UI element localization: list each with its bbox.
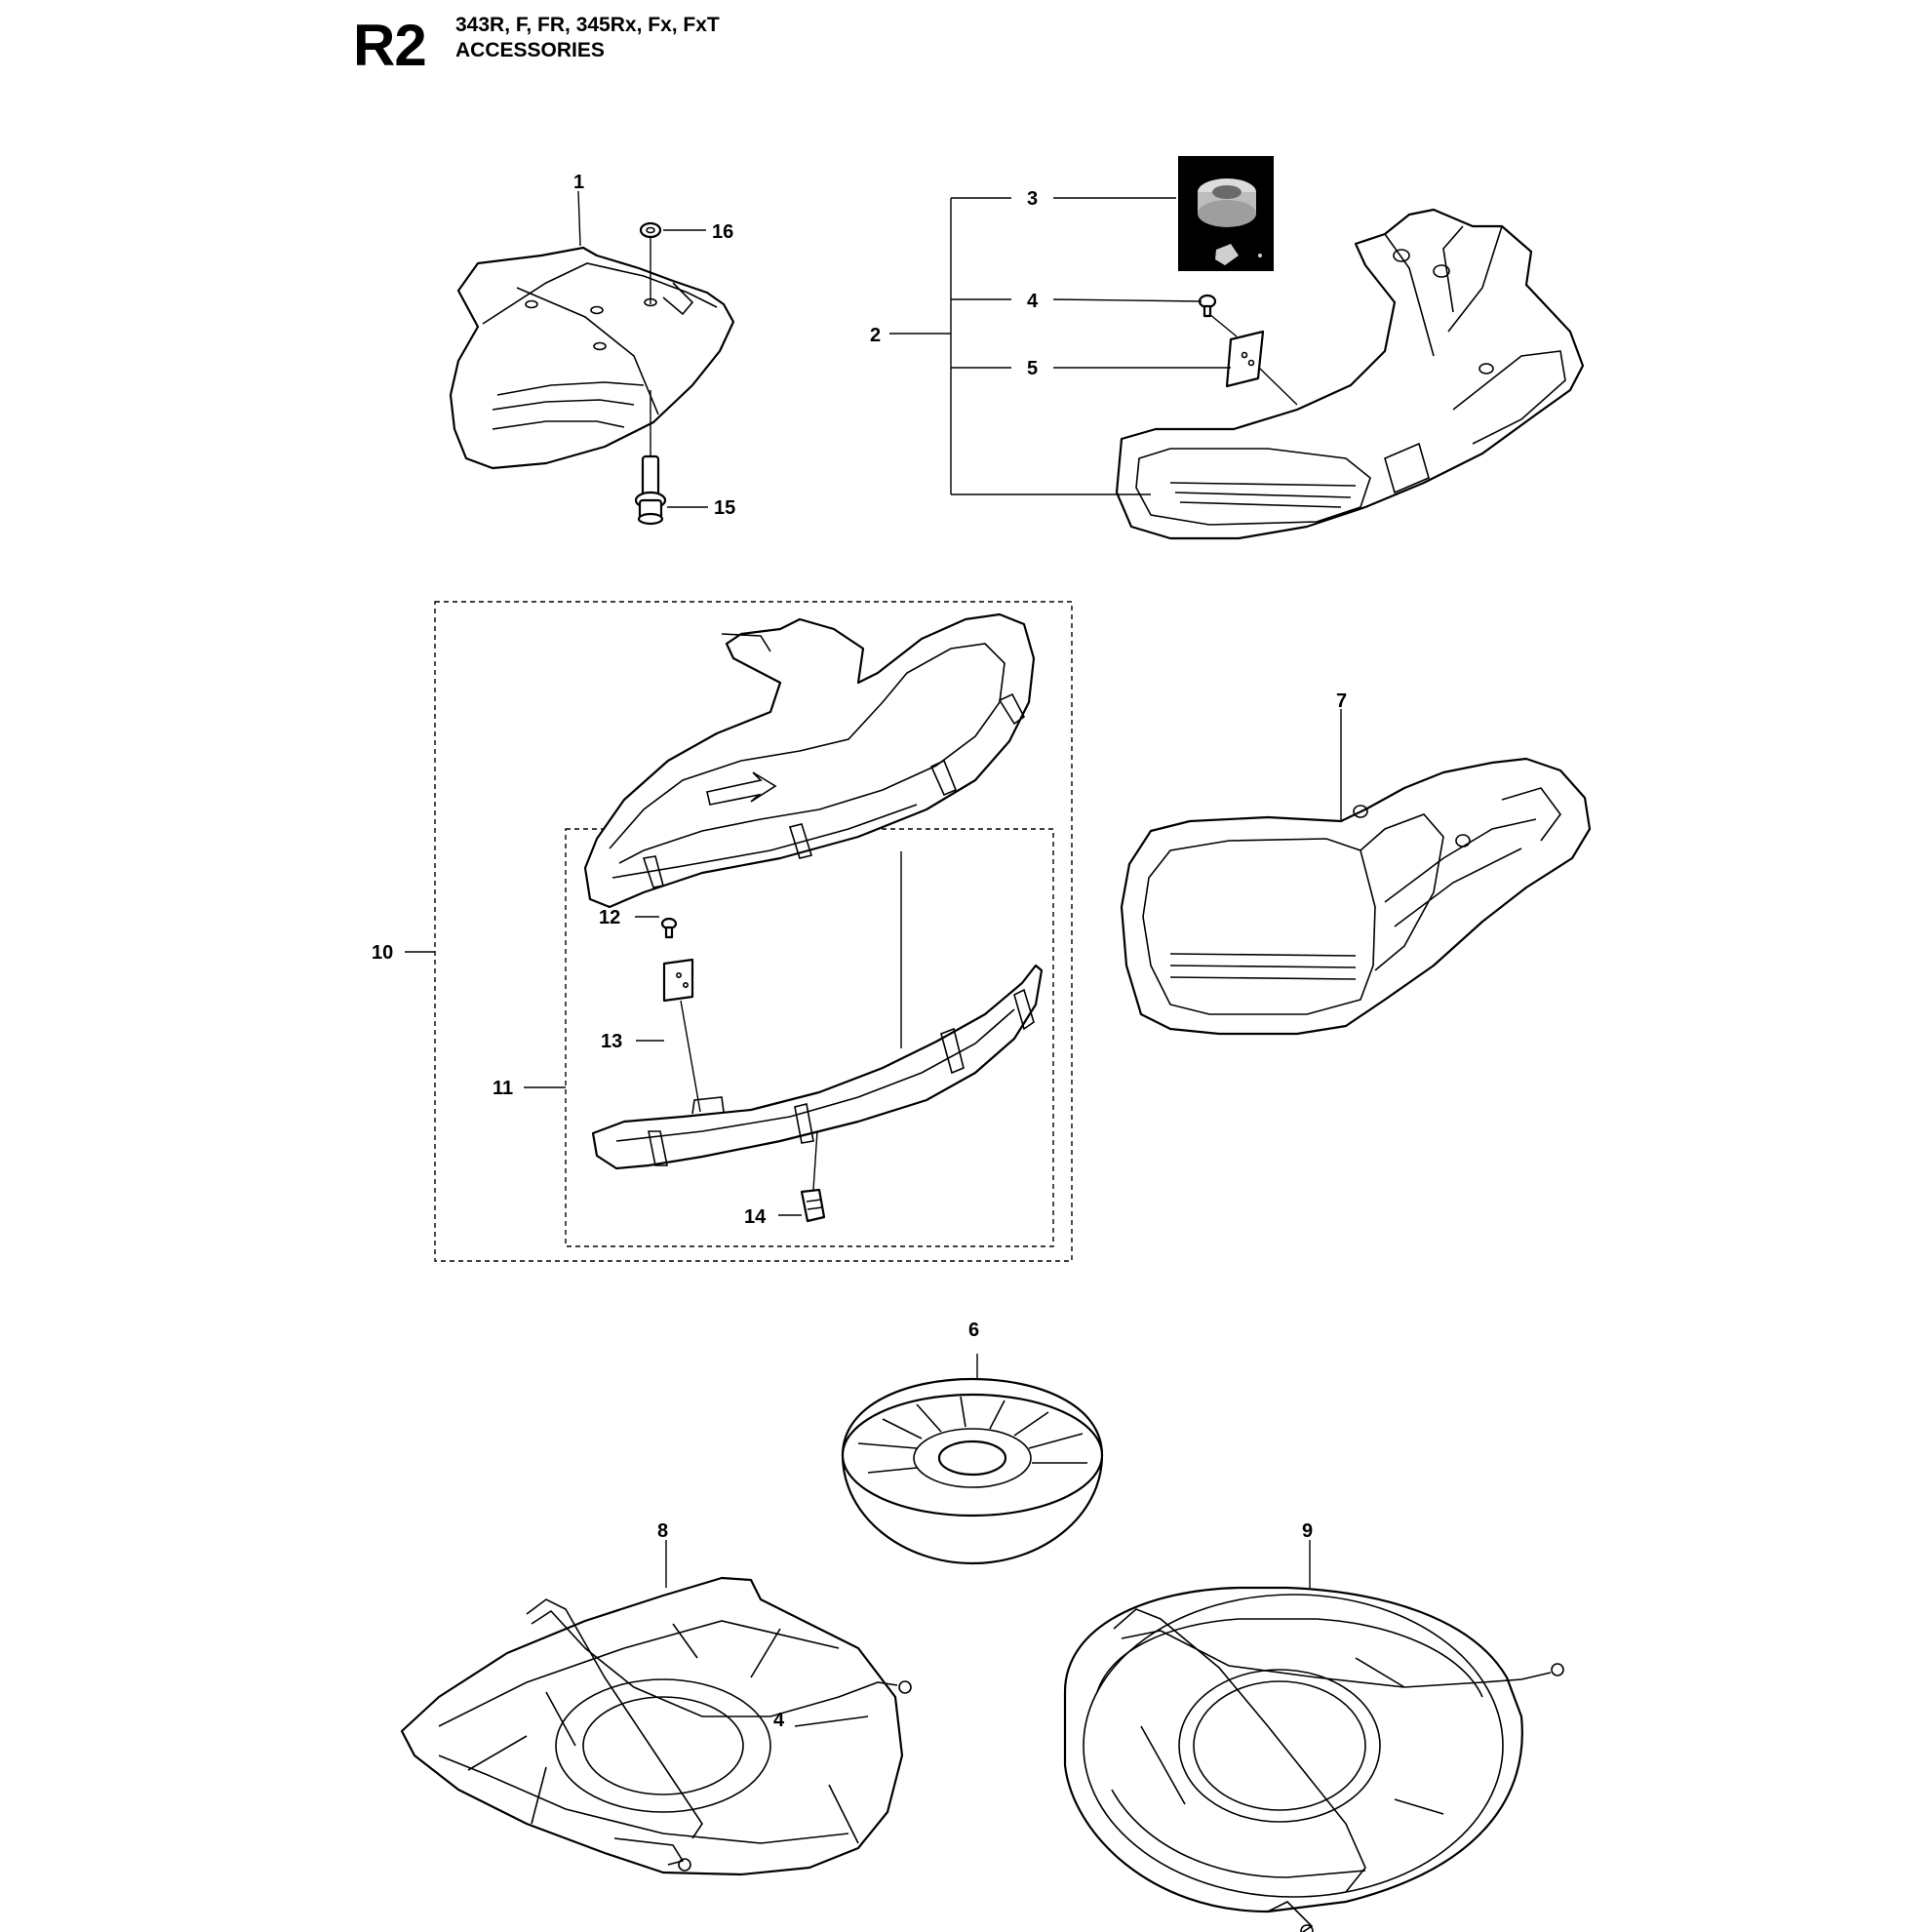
callout-6: 6 [968,1320,979,1341]
part-10-guard-upper[interactable] [583,612,1036,909]
part-4-wire-clip[interactable] [526,1598,912,1872]
callout-14: 14 [744,1206,767,1228]
part-1-trimmer-guard[interactable] [449,246,735,470]
callout-3: 3 [1027,188,1038,210]
part-11-guard-lower[interactable] [591,964,1044,1170]
part-7-guard[interactable] [1120,757,1592,1036]
part-2-guard[interactable] [1115,208,1585,540]
model-list: 343R, F, FR, 345Rx, Fx, FxT [455,14,720,36]
callout-12: 12 [599,907,620,928]
callout-15: 15 [714,497,735,519]
part-12-screw[interactable] [660,917,678,939]
callout-8: 8 [657,1520,668,1542]
part-13-plate[interactable] [662,958,694,1003]
part-8-guard[interactable] [400,1576,904,1876]
section-title: ACCESSORIES [455,39,605,61]
callout-7: 7 [1336,690,1347,712]
part-9-wire-clip[interactable] [1113,1608,1564,1932]
part-15-bolt[interactable] [634,454,667,526]
part-6-support-cup[interactable] [841,1377,1104,1565]
part-5-plate[interactable] [1225,330,1265,388]
callout-10: 10 [372,942,393,964]
callout-9: 9 [1302,1520,1313,1542]
section-code: R2 [353,13,427,78]
callout-5: 5 [1027,358,1038,379]
callout-4b: 4 [773,1710,785,1731]
assembly-10-boundary [434,601,1073,1262]
callout-11: 11 [493,1078,513,1099]
callout-13: 13 [601,1031,622,1052]
part-14-clip[interactable] [800,1188,826,1223]
assembly-11-boundary [565,828,1054,1247]
part-3-kit-photo[interactable] [1178,156,1274,271]
part-4-screw[interactable] [1198,294,1217,318]
callout-4: 4 [1027,291,1039,312]
callout-16: 16 [712,221,733,243]
callout-2: 2 [870,325,881,346]
part-9-round-guard[interactable] [1063,1586,1523,1913]
part-16-washer[interactable] [639,221,662,239]
callout-1: 1 [573,172,584,193]
